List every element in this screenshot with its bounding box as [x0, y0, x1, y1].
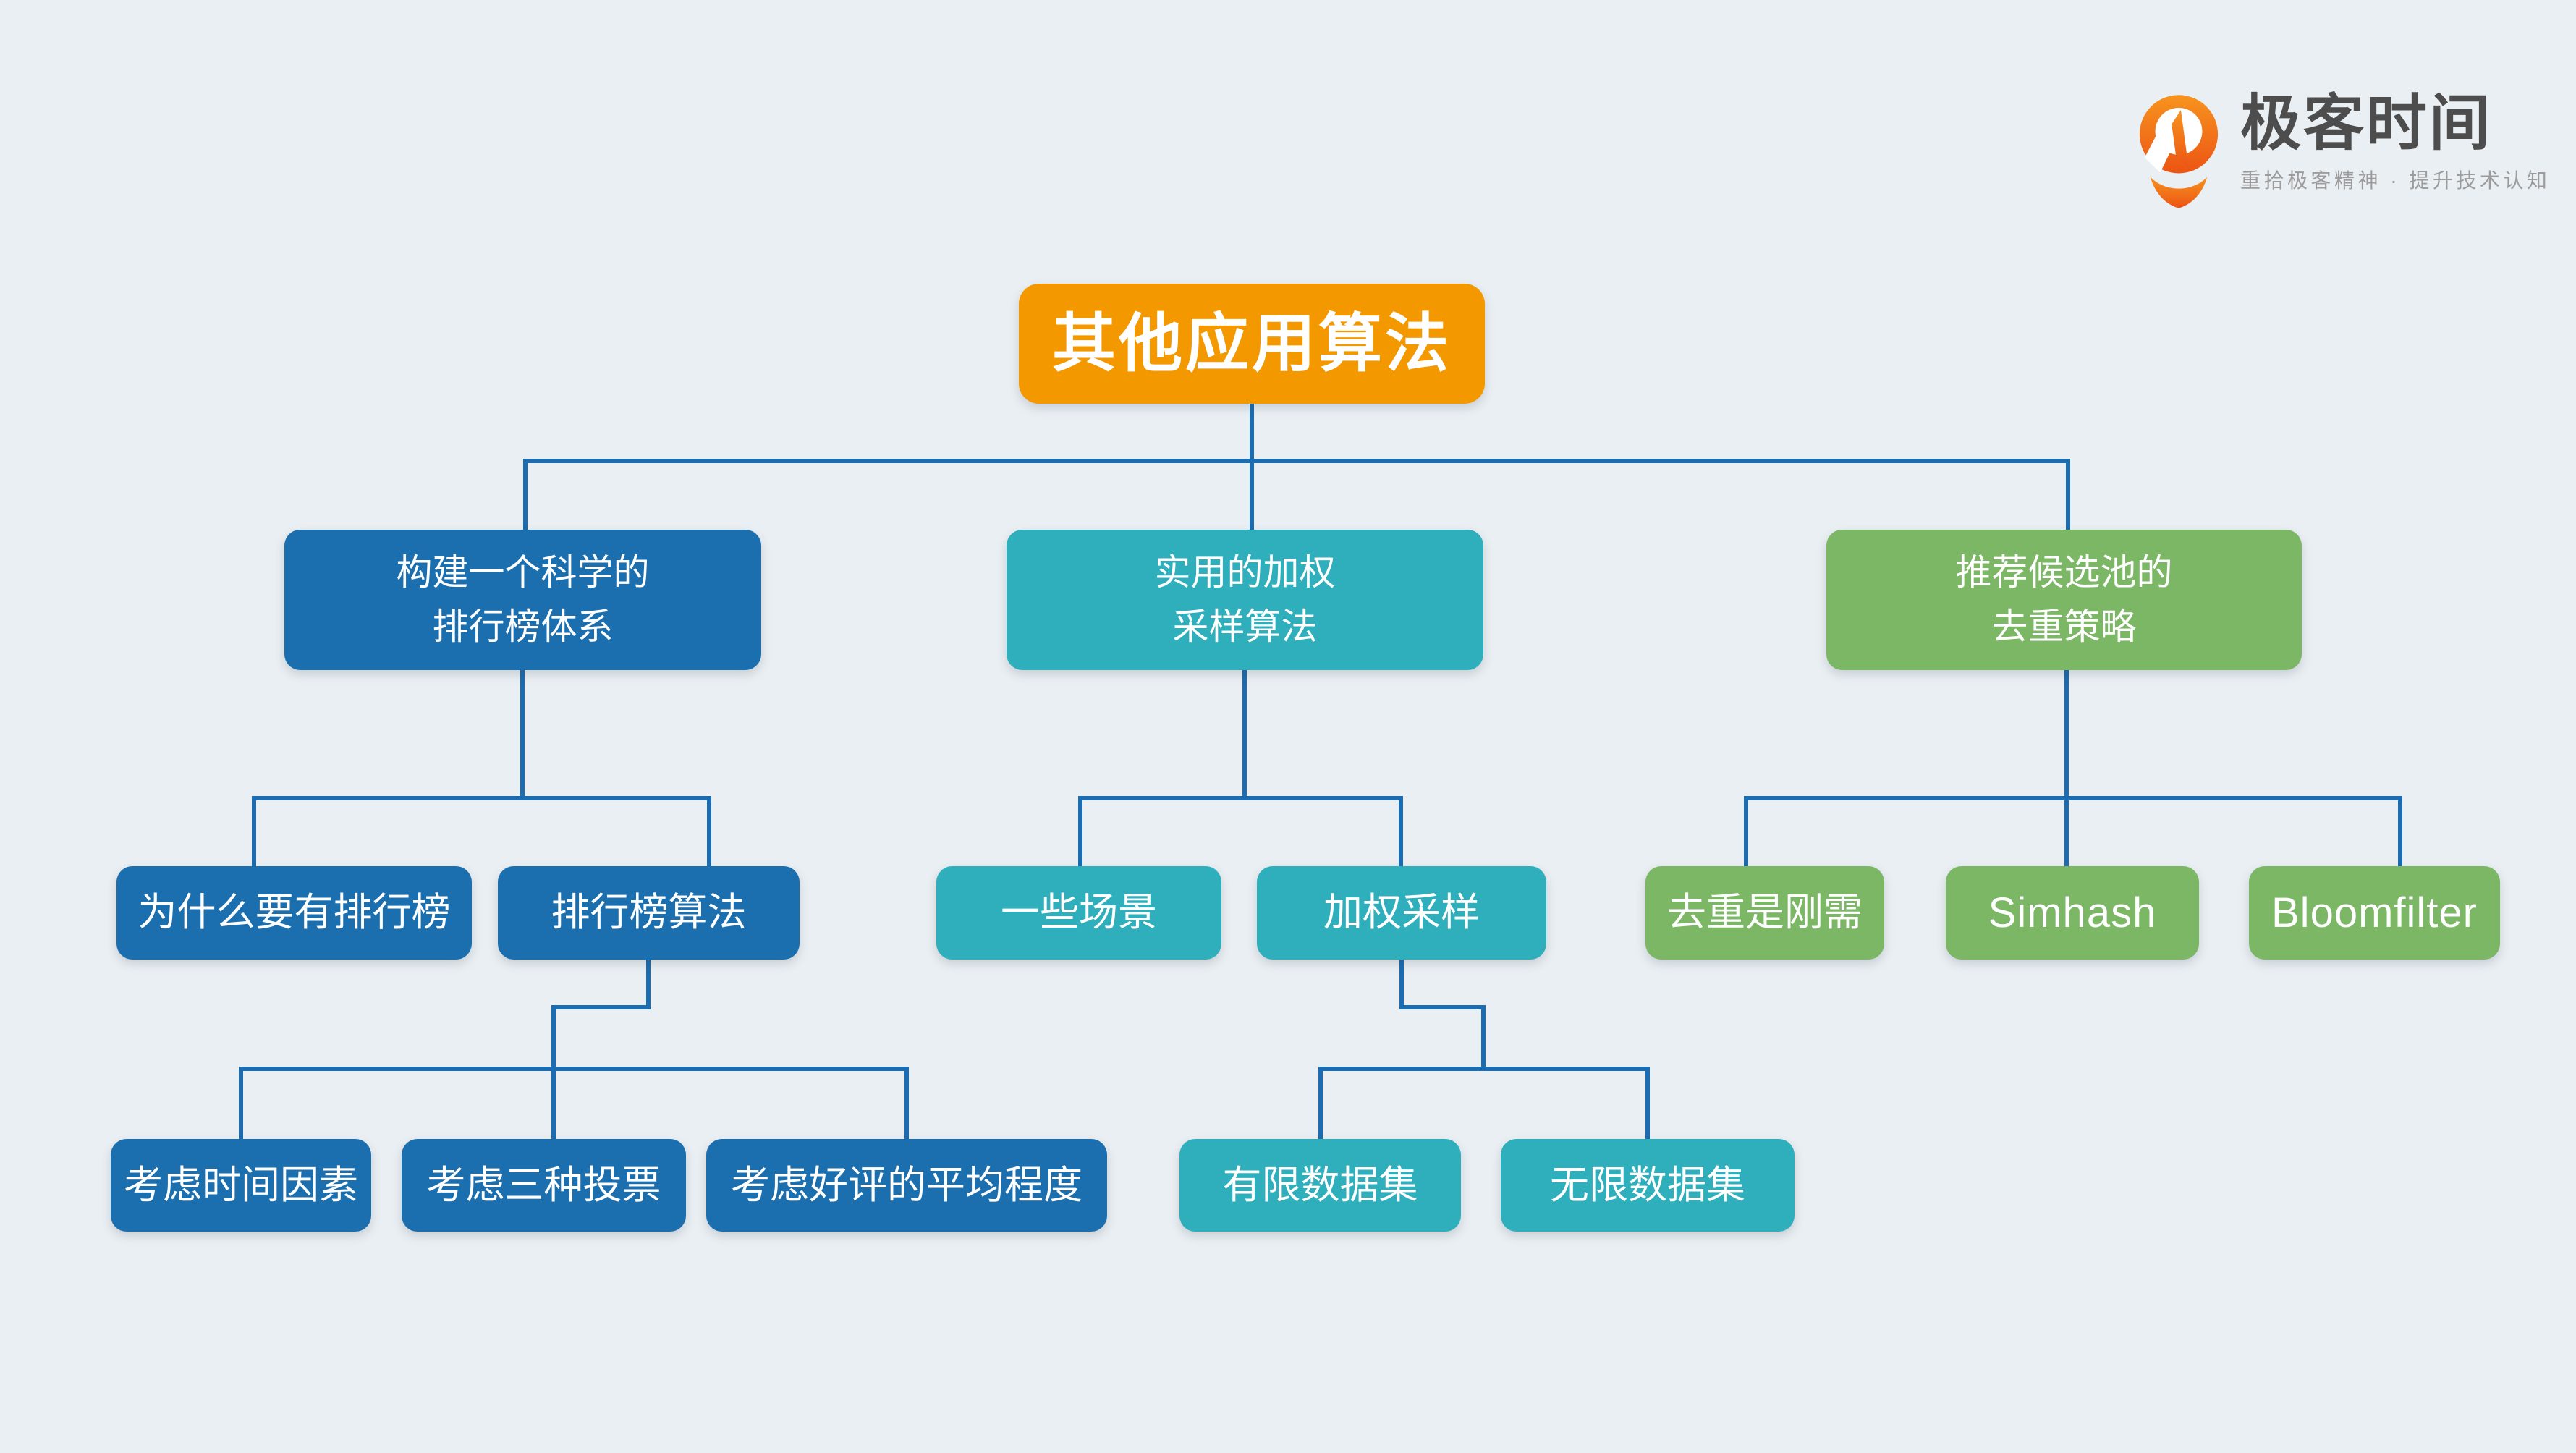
geektime-pin-icon [2139, 95, 2219, 208]
node-average-rating: 考虑好评的平均程度 [706, 1139, 1107, 1232]
node-dedup-necessity: 去重是刚需 [1645, 866, 1884, 960]
geektime-logo: 极客时间 重拾极客精神 · 提升技术认知 [2136, 90, 2550, 211]
node-finite-dataset: 有限数据集 [1179, 1139, 1461, 1232]
node-infinite-dataset: 无限数据集 [1501, 1139, 1795, 1232]
node-bloomfilter: Bloomfilter [2249, 866, 2500, 960]
node-branch-weighted-sampling: 实用的加权 采样算法 [1007, 530, 1483, 670]
logo-title: 极客时间 [2240, 89, 2493, 157]
node-time-factor: 考虑时间因素 [111, 1139, 371, 1232]
node-three-votes: 考虑三种投票 [402, 1139, 686, 1232]
node-simhash: Simhash [1946, 866, 2199, 960]
node-some-scenarios: 一些场景 [936, 866, 1221, 960]
node-root: 其他应用算法 [1019, 284, 1485, 404]
logo-tagline: 重拾极客精神 · 提升技术认知 [2240, 169, 2551, 192]
node-branch-dedup-strategy: 推荐候选池的 去重策略 [1826, 530, 2302, 670]
node-ranking-algorithm: 排行榜算法 [498, 866, 800, 960]
logo-text-block: 极客时间 重拾极客精神 · 提升技术认知 [2240, 90, 2550, 194]
node-weighted-sampling: 加权采样 [1257, 866, 1546, 960]
node-why-ranking: 为什么要有排行榜 [116, 866, 472, 960]
node-branch-ranking-system: 构建一个科学的 排行榜体系 [284, 530, 761, 670]
